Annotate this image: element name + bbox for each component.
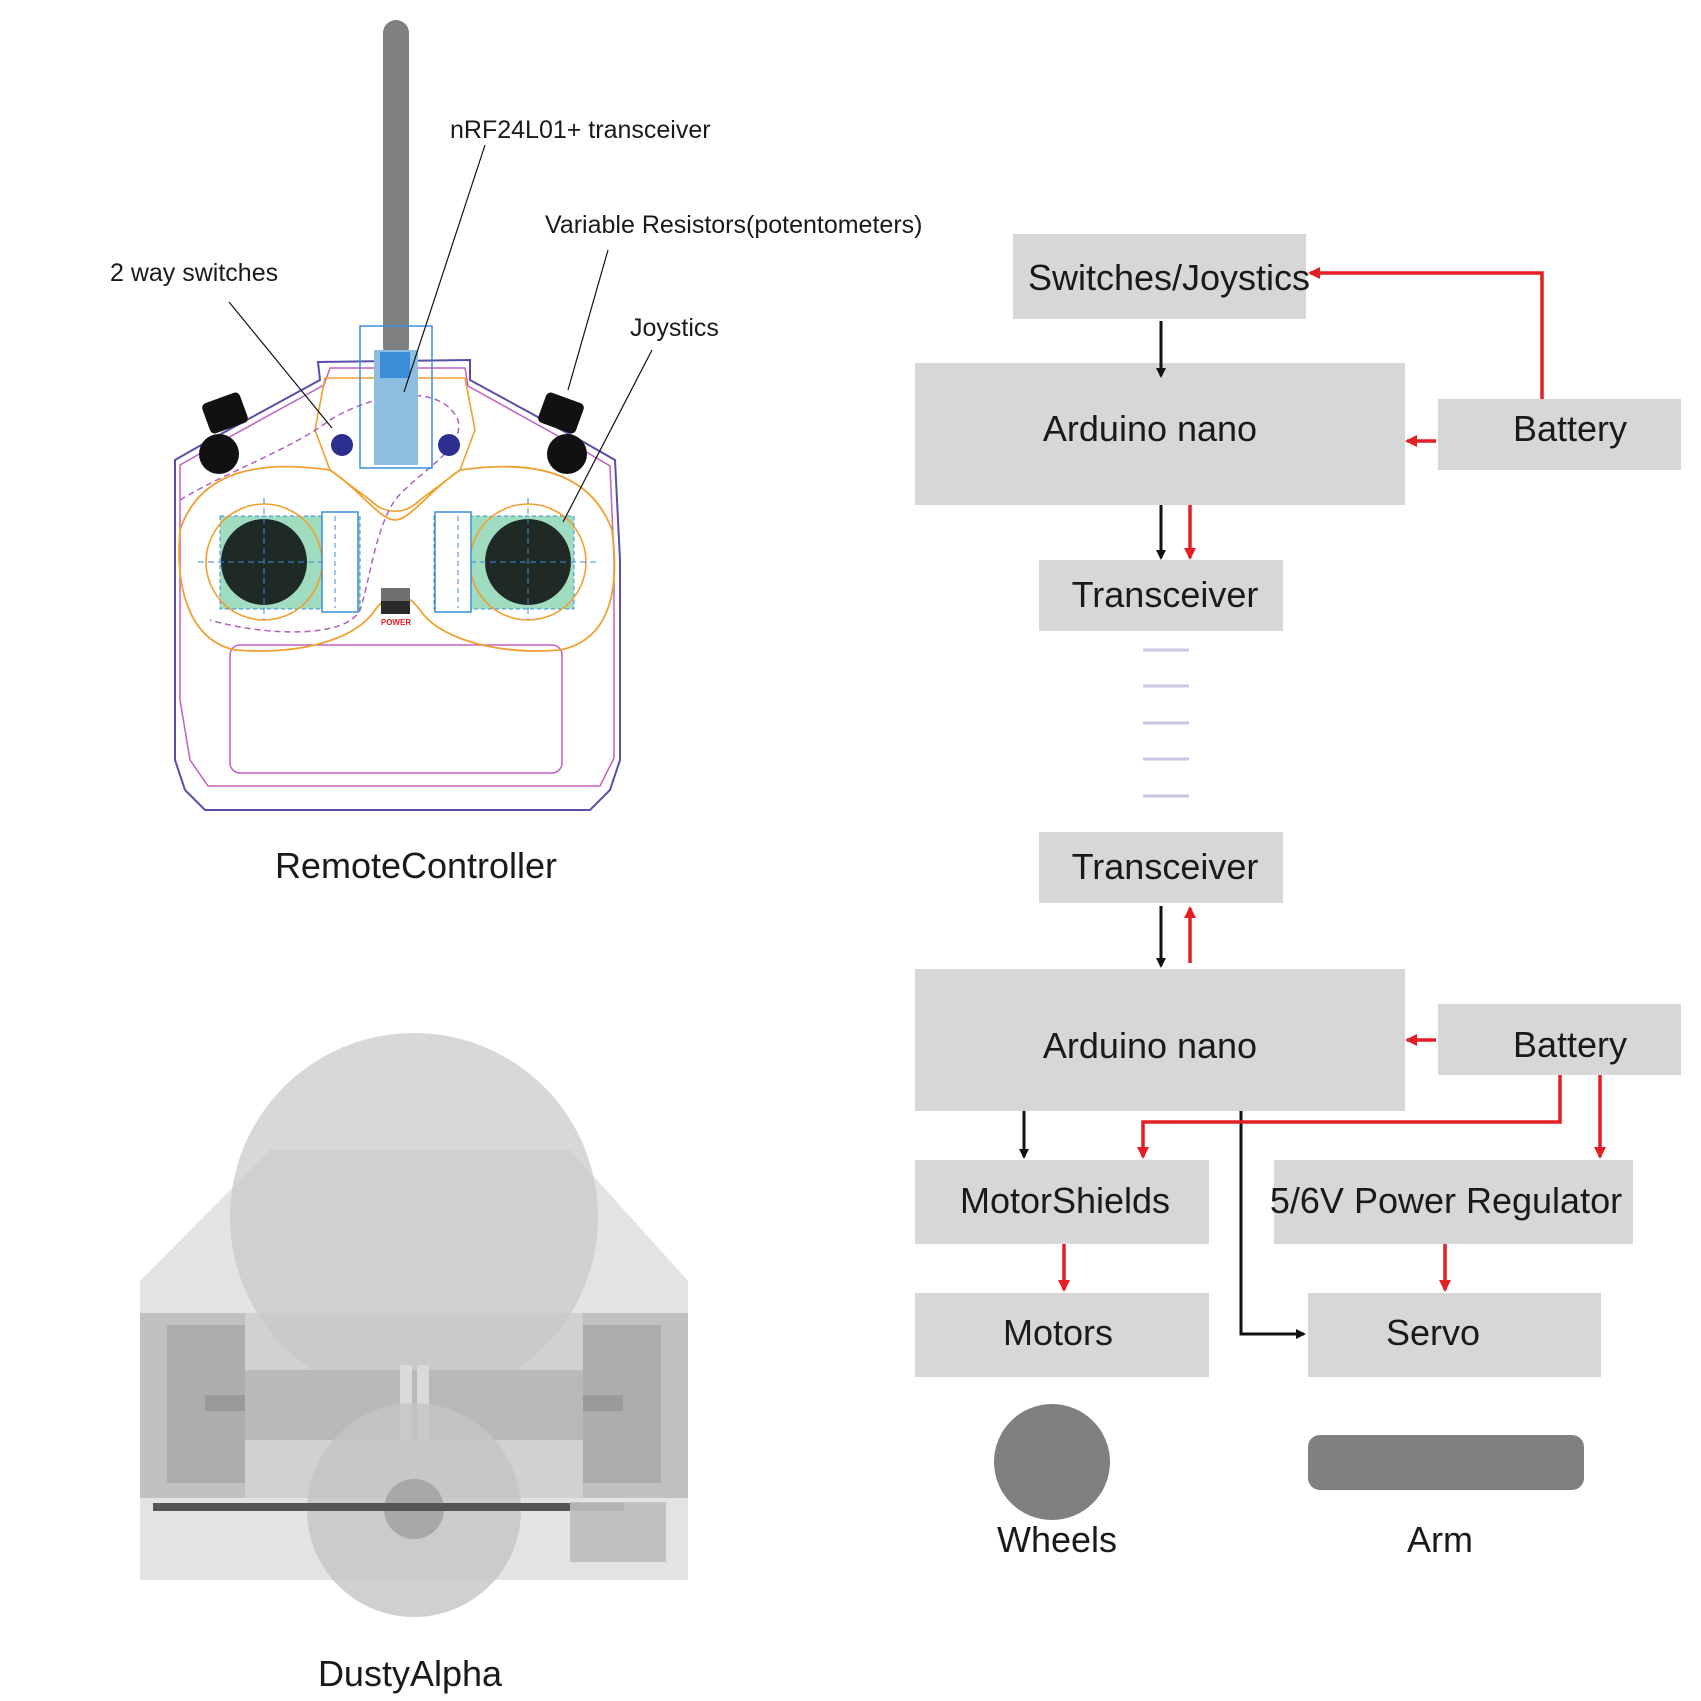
motors-label: Motors xyxy=(1003,1312,1113,1353)
battery-bottom-box xyxy=(1438,1004,1681,1075)
joysticks-callout: Joystics xyxy=(630,314,719,342)
remote-screen xyxy=(229,644,563,774)
resistors-callout: Variable Resistors(potentometers) xyxy=(545,211,922,239)
transceiver-bottom-box xyxy=(1039,832,1283,903)
battery-bottom-label: Battery xyxy=(1513,1024,1627,1065)
right-shoulder-knob xyxy=(547,434,587,474)
motorshields-label: MotorShields xyxy=(960,1180,1170,1221)
left-shoulder-button xyxy=(202,392,248,434)
switches-callout: 2 way switches xyxy=(110,259,278,287)
power-label: POWER xyxy=(381,618,411,627)
wheels-label: Wheels xyxy=(997,1519,1117,1560)
switches-box xyxy=(1013,234,1306,319)
transceiver-top-box xyxy=(1039,560,1283,631)
arm-label: Arm xyxy=(1407,1519,1473,1560)
left-switch-knob xyxy=(331,434,353,456)
battery-top-box xyxy=(1438,399,1681,470)
switches-label: Switches/Joystics xyxy=(1028,257,1310,298)
switches-callout-line xyxy=(228,301,333,429)
arduino-top-box xyxy=(915,363,1405,505)
remote-body-outline-inner xyxy=(179,367,615,787)
right-shoulder-button xyxy=(538,392,584,434)
stick-area-outline xyxy=(178,465,616,652)
transceiver-callout: nRF24L01+ transceiver xyxy=(450,116,711,144)
robot-caption: DustyAlpha xyxy=(318,1653,503,1694)
motors-box xyxy=(915,1293,1209,1377)
remote-controller: POWER nRF24L01+ transceiver Variable Res… xyxy=(110,20,922,886)
arm-icon xyxy=(1308,1435,1584,1490)
power-arrow-battery-to-switches xyxy=(1308,267,1544,399)
remote-body-outline xyxy=(174,358,621,811)
arduino-bottom-box xyxy=(915,969,1405,1111)
motorshields-box xyxy=(915,1160,1209,1244)
right-switch-knob xyxy=(438,434,460,456)
robot-head xyxy=(230,1033,598,1401)
flow-diagram: Switches/Joystics Arduino nano Battery T… xyxy=(915,234,1681,1560)
servo-label: Servo xyxy=(1386,1312,1480,1353)
left-axle-stub xyxy=(205,1395,245,1411)
left-joystick xyxy=(198,498,361,621)
arduino-bottom-label: Arduino nano xyxy=(1043,1025,1257,1066)
left-shoulder-knob xyxy=(199,434,239,474)
power-arrow-battery-to-motorshields xyxy=(1137,1075,1562,1159)
transceiver-bottom-label: Transceiver xyxy=(1072,846,1259,887)
battery-top-label: Battery xyxy=(1513,408,1627,449)
antenna xyxy=(383,20,409,360)
center-panel-outline xyxy=(314,377,476,513)
resistors-callout-line xyxy=(567,249,609,391)
battery-pack xyxy=(570,1502,666,1562)
transceiver-chip xyxy=(380,352,410,378)
arm-rail xyxy=(153,1503,624,1511)
right-axle-stub xyxy=(583,1395,623,1411)
wireless-link xyxy=(1143,648,1189,798)
wheel-icon xyxy=(994,1404,1110,1520)
transceiver-top-label: Transceiver xyxy=(1072,574,1259,615)
right-joystick xyxy=(433,498,598,621)
transceiver-callout-line xyxy=(403,144,486,393)
power-switch-top xyxy=(381,588,410,601)
joysticks-callout-line xyxy=(562,349,653,523)
robot-illustration: DustyAlpha xyxy=(140,1033,688,1694)
signal-arrow-arduino-to-servo xyxy=(1239,1111,1306,1339)
servo-box xyxy=(1308,1293,1601,1377)
regulator-box xyxy=(1274,1160,1633,1244)
regulator-label: 5/6V Power Regulator xyxy=(1270,1180,1622,1221)
remote-caption: RemoteController xyxy=(275,845,557,886)
arduino-top-label: Arduino nano xyxy=(1043,408,1257,449)
transceiver-module-frame xyxy=(359,325,433,469)
power-switch-bottom xyxy=(381,601,410,614)
